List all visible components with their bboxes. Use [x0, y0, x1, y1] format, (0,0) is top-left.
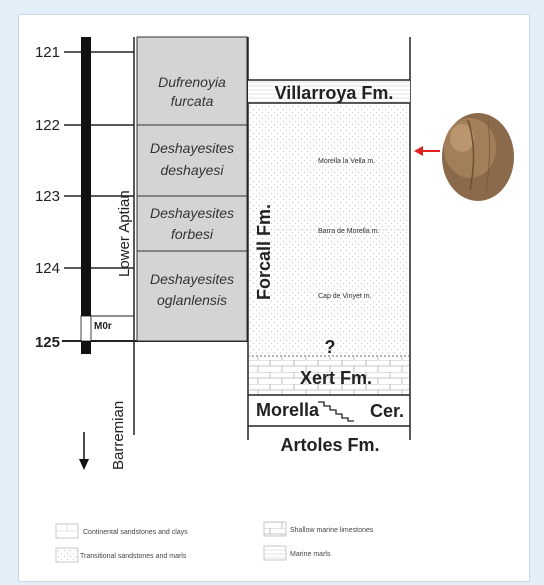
- polarity-bar: [81, 37, 91, 354]
- age-tick-label-124: 124: [35, 260, 60, 277]
- stage-lower-aptian: Lower Aptian: [116, 190, 133, 277]
- formation-villarroya: Villarroya Fm.: [275, 83, 394, 103]
- zone-oglanlensis-genus: Deshayesites: [150, 271, 234, 287]
- formation-forcall: Forcall Fm.: [254, 204, 274, 300]
- stage-barremian: Barremian: [110, 401, 127, 470]
- legend-marine-marls: Marine marls: [290, 551, 331, 558]
- formation-artoles: Artoles Fm.: [280, 435, 379, 455]
- lithology-column: Villarroya Fm. Forcall Fm. Morella la Ve…: [247, 37, 411, 455]
- legend-continental: Continental sandstones and clays: [83, 529, 188, 536]
- member-morella-la-vella: Morella la Vella m.: [318, 158, 375, 165]
- morella-unit: [249, 396, 409, 426]
- zone-box-forbesi: [136, 195, 248, 252]
- zone-box-furcata: [136, 36, 248, 126]
- formation-xert: Xert Fm.: [300, 368, 372, 388]
- zone-furcata-species: furcata: [171, 93, 214, 109]
- age-tick-label-125: 125: [35, 334, 60, 351]
- zone-deshayesi-genus: Deshayesites: [150, 140, 234, 156]
- member-cap-de-vinyet: Cap de Vinyet m.: [318, 293, 372, 300]
- legend-swatch-marls: [263, 545, 287, 561]
- zone-forbesi-species: forbesi: [171, 226, 214, 242]
- age-tick-label-121: 121: [35, 44, 60, 61]
- xert-base-question-mark: ?: [325, 337, 336, 357]
- zone-deshayesi-species: deshayesi: [160, 162, 224, 178]
- fossil-arrow-head: [414, 146, 423, 156]
- xert-unit: [249, 357, 409, 395]
- zone-forbesi-genus: Deshayesites: [150, 205, 234, 221]
- legend-transitional: Transitional sandstones and marls: [80, 553, 187, 560]
- fossil-specimen-image: [442, 113, 514, 201]
- legend-limestones: Shallow marine limestones: [290, 527, 374, 534]
- legend-swatch-transitional: [55, 547, 79, 563]
- age-tick-label-123: 123: [35, 188, 60, 205]
- zone-box-oglanlensis: [136, 250, 248, 342]
- zone-furcata-genus: Dufrenoyia: [158, 74, 226, 90]
- age-tick-label-122: 122: [35, 117, 60, 134]
- interfingering-contact: [318, 401, 354, 422]
- polarity-reversed-interval: [80, 315, 92, 342]
- formation-morella: Morella: [256, 400, 320, 420]
- villarroya-unit: [248, 80, 410, 103]
- formation-cervera: Cer.: [370, 401, 404, 421]
- member-barra-de-morella: Barra de Morella m.: [318, 228, 380, 235]
- legend: Continental sandstones and clays Transit…: [55, 521, 374, 563]
- zone-oglanlensis-species: oglanlensis: [157, 292, 227, 308]
- forcall-unit: [249, 104, 409, 354]
- age-axis: 121 122 123 124 125: [35, 44, 248, 351]
- ammonite-zones: Dufrenoyia furcata Deshayesites deshayes…: [136, 36, 248, 342]
- downward-arrow-head: [79, 459, 89, 470]
- zone-box-deshayesi: [136, 124, 248, 197]
- legend-swatch-limestone: [263, 521, 287, 537]
- chron-label: M0r: [94, 321, 112, 332]
